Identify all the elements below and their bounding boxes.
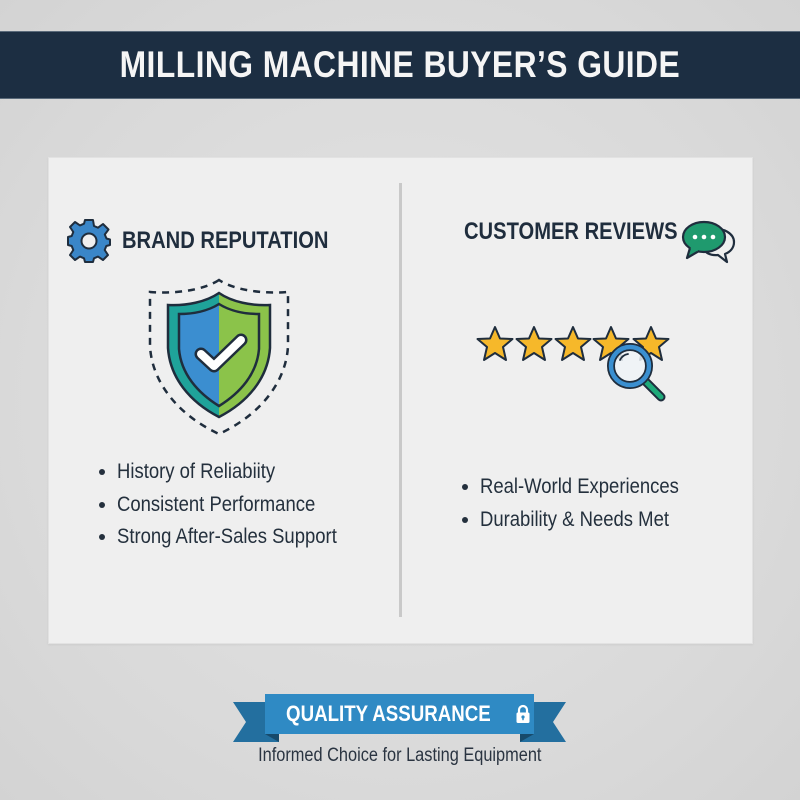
chat-bubbles-icon <box>680 217 736 265</box>
tagline: Informed Choice for Lasting Equipment <box>258 745 542 766</box>
brand-reputation-header: BRAND REPUTATION <box>66 218 368 264</box>
shield-checkmark-icon <box>146 276 292 436</box>
section-divider <box>399 183 402 617</box>
page-title: MILLING MACHINE BUYER’S GUIDE <box>119 44 681 85</box>
star-icon <box>515 326 553 361</box>
customer-reviews-list: Real-World Experiences Durability & Need… <box>462 471 706 536</box>
quality-assurance-ribbon: QUALITY ASSURANCE <box>233 694 566 744</box>
star-rating-magnifier-icon <box>474 322 679 402</box>
star-icon <box>554 326 592 361</box>
customer-reviews-title: CUSTOMER REVIEWS <box>464 218 678 245</box>
list-item: History of Reliabiity <box>99 456 367 489</box>
gear-icon <box>66 218 112 264</box>
magnifier-icon <box>607 343 666 402</box>
list-item: Strong After-Sales Support <box>99 521 367 554</box>
list-item: Real-World Experiences <box>462 471 706 504</box>
list-item: Consistent Performance <box>99 489 367 522</box>
star-icon <box>476 326 514 361</box>
ribbon-label: QUALITY ASSURANCE <box>286 701 491 726</box>
customer-reviews-header: CUSTOMER REVIEWS <box>464 218 718 246</box>
brand-reputation-title: BRAND REPUTATION <box>122 227 329 254</box>
lock-icon <box>515 704 531 724</box>
title-banner: MILLING MACHINE BUYER’S GUIDE <box>0 31 800 99</box>
brand-reputation-list: History of Reliabiity Consistent Perform… <box>99 456 367 554</box>
list-item: Durability & Needs Met <box>462 504 706 537</box>
